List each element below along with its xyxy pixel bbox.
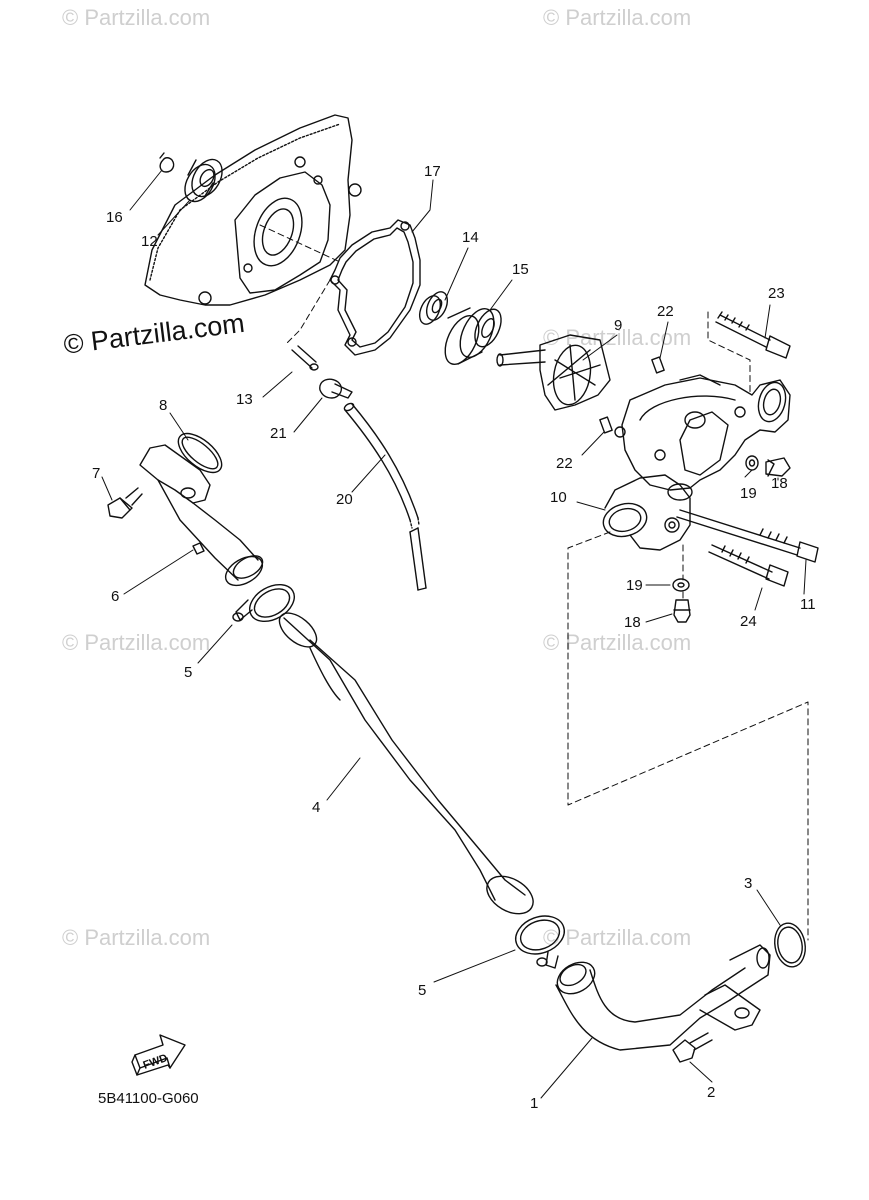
callout-9: 9 [614,317,622,334]
callout-19: 19 [626,577,643,594]
diagram-code: 5B41100-G060 [98,1090,199,1107]
part-14-oil-seal [418,291,449,325]
part-5-hose-clamp [232,583,295,623]
callout-3: 3 [744,875,752,892]
part-13-pin [291,345,319,371]
callout-11: 11 [800,596,816,613]
callout-6: 6 [111,588,119,605]
fwd-arrow-icon [131,1034,186,1076]
crankcase-cover [144,114,362,306]
callout-16: 16 [106,209,123,226]
callout-22: 22 [657,303,674,320]
callout-1: 1 [530,1095,538,1112]
part-18-bolt [765,457,791,477]
watermark: © Partzilla.com [62,925,211,950]
watermark: © Partzilla.com [62,630,211,655]
leader-lines [101,169,807,1099]
part-6-inlet-pipe [139,444,264,587]
watermark: © Partzilla.com [543,5,692,30]
callout-13: 13 [236,391,253,408]
part-1-pipe [555,944,771,1051]
part-17-gasket [329,219,421,356]
callout-22: 22 [556,455,573,472]
part-8-o-ring [177,432,223,474]
callout-18: 18 [771,475,788,492]
part-15-mechanical-seal [444,307,502,365]
callout-18: 18 [624,614,641,631]
callout-10: 10 [550,489,567,506]
part-19-washer [745,455,759,471]
assembly-lines [259,224,809,941]
part-19-washer [672,578,690,592]
water-pump-housing [614,374,791,491]
callout-20: 20 [336,491,353,508]
callout-5: 5 [418,982,426,999]
callout-21: 21 [270,425,287,442]
part-12-bearing [184,158,223,203]
part-3-o-ring [774,922,806,968]
callout-labels: 16 12 17 14 15 9 22 23 13 21 8 22 7 20 1… [92,163,816,1112]
part-9-impeller [496,334,611,411]
watermark: © Partzilla.com [62,5,211,30]
part-5-hose-clamp [515,915,565,969]
part-2-bolt [672,1032,713,1063]
part-20-hose [343,402,427,591]
callout-15: 15 [512,261,529,278]
callout-2: 2 [707,1084,715,1101]
part-7-bolt [107,487,143,519]
part-22-dowel-pin [651,356,665,374]
callout-7: 7 [92,465,100,482]
watermark: © Partzilla.com [543,925,692,950]
part-22-dowel-pin [599,416,613,434]
callout-14: 14 [462,229,479,246]
part-21-clamp [319,378,353,399]
callout-8: 8 [159,397,167,414]
callout-23: 23 [768,285,785,302]
part-4-hose [278,612,534,915]
part-16-circlip [159,152,175,173]
callout-4: 4 [312,799,320,816]
part-10-outlet-pipe [602,474,693,551]
part-11-bolt [676,509,819,563]
callout-19: 19 [740,485,757,502]
part-18-bolt [673,599,691,623]
callout-5: 5 [184,664,192,681]
callout-17: 17 [424,163,441,180]
callout-24: 24 [740,613,757,630]
callout-12: 12 [141,233,158,250]
part-23-bolt [715,311,791,359]
part-24-bolt [708,544,789,587]
